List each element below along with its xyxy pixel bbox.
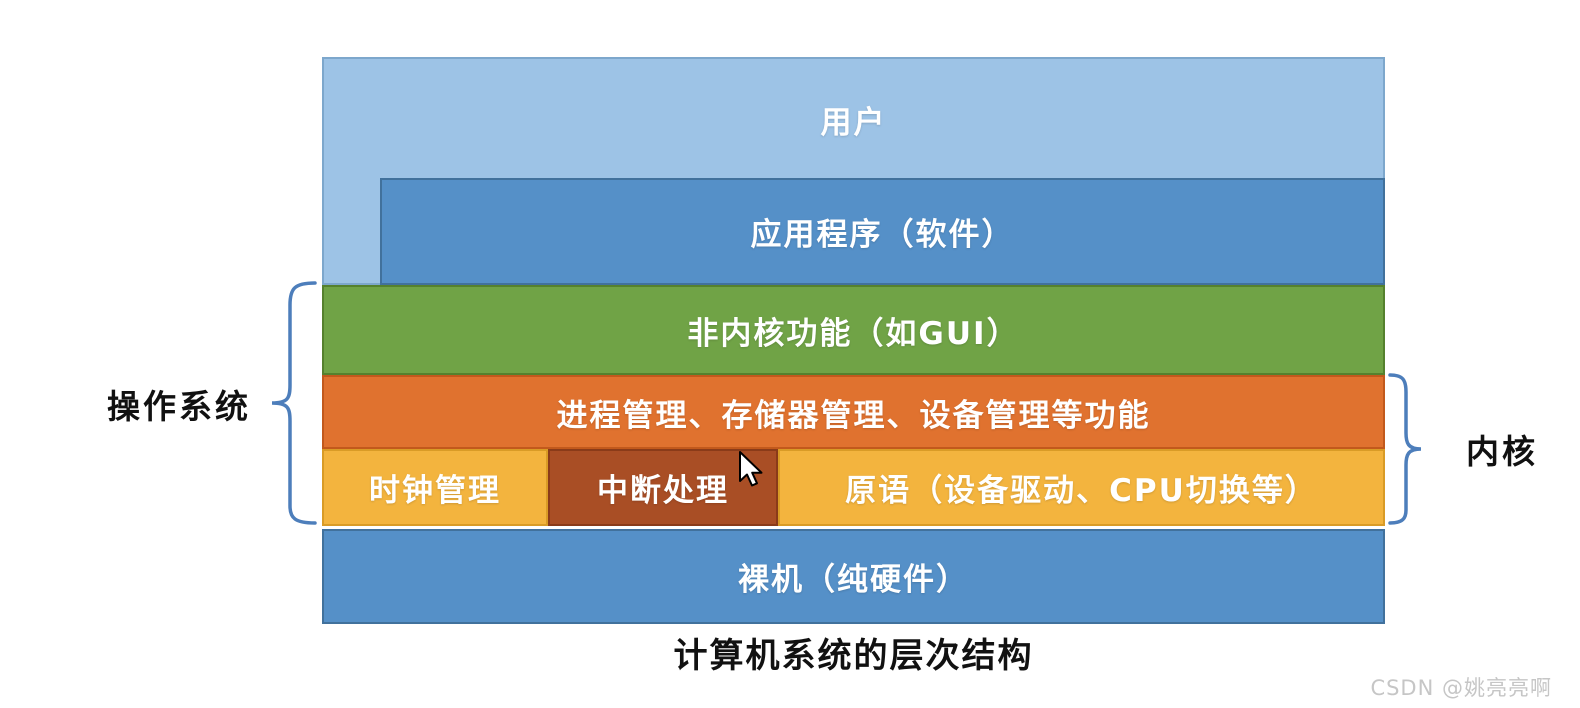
operating-system-label: 操作系统 xyxy=(107,387,251,426)
layer-management-label: 进程管理、存储器管理、设备管理等功能 xyxy=(556,397,1151,434)
layer-non-kernel: 非内核功能（如GUI） xyxy=(322,285,1385,375)
diagram-caption: 计算机系统的层次结构 xyxy=(673,635,1034,676)
kernel-brace xyxy=(1388,373,1422,525)
watermark: CSDN @姚亮亮啊 xyxy=(1370,676,1552,700)
cell-interrupt-handling-label: 中断处理 xyxy=(597,473,729,509)
layer-application-label: 应用程序（软件） xyxy=(750,217,1015,253)
cell-primitives: 原语（设备驱动、CPU切换等） xyxy=(778,449,1385,526)
layer-management: 进程管理、存储器管理、设备管理等功能 xyxy=(322,375,1385,449)
layer-hardware-label: 裸机（纯硬件） xyxy=(738,562,969,598)
kernel-label: 内核 xyxy=(1466,432,1538,471)
operating-system-brace xyxy=(271,281,317,525)
cell-primitives-label: 原语（设备驱动、CPU切换等） xyxy=(845,473,1318,509)
layer-non-kernel-label: 非内核功能（如GUI） xyxy=(687,315,1020,352)
layer-application: 应用程序（软件） xyxy=(380,178,1385,285)
layer-hardware: 裸机（纯硬件） xyxy=(322,529,1385,624)
layer-user-label: 用户 xyxy=(820,105,887,141)
cell-interrupt-handling: 中断处理 xyxy=(548,449,778,526)
cell-clock-management: 时钟管理 xyxy=(322,449,548,526)
cell-clock-management-label: 时钟管理 xyxy=(369,473,501,509)
